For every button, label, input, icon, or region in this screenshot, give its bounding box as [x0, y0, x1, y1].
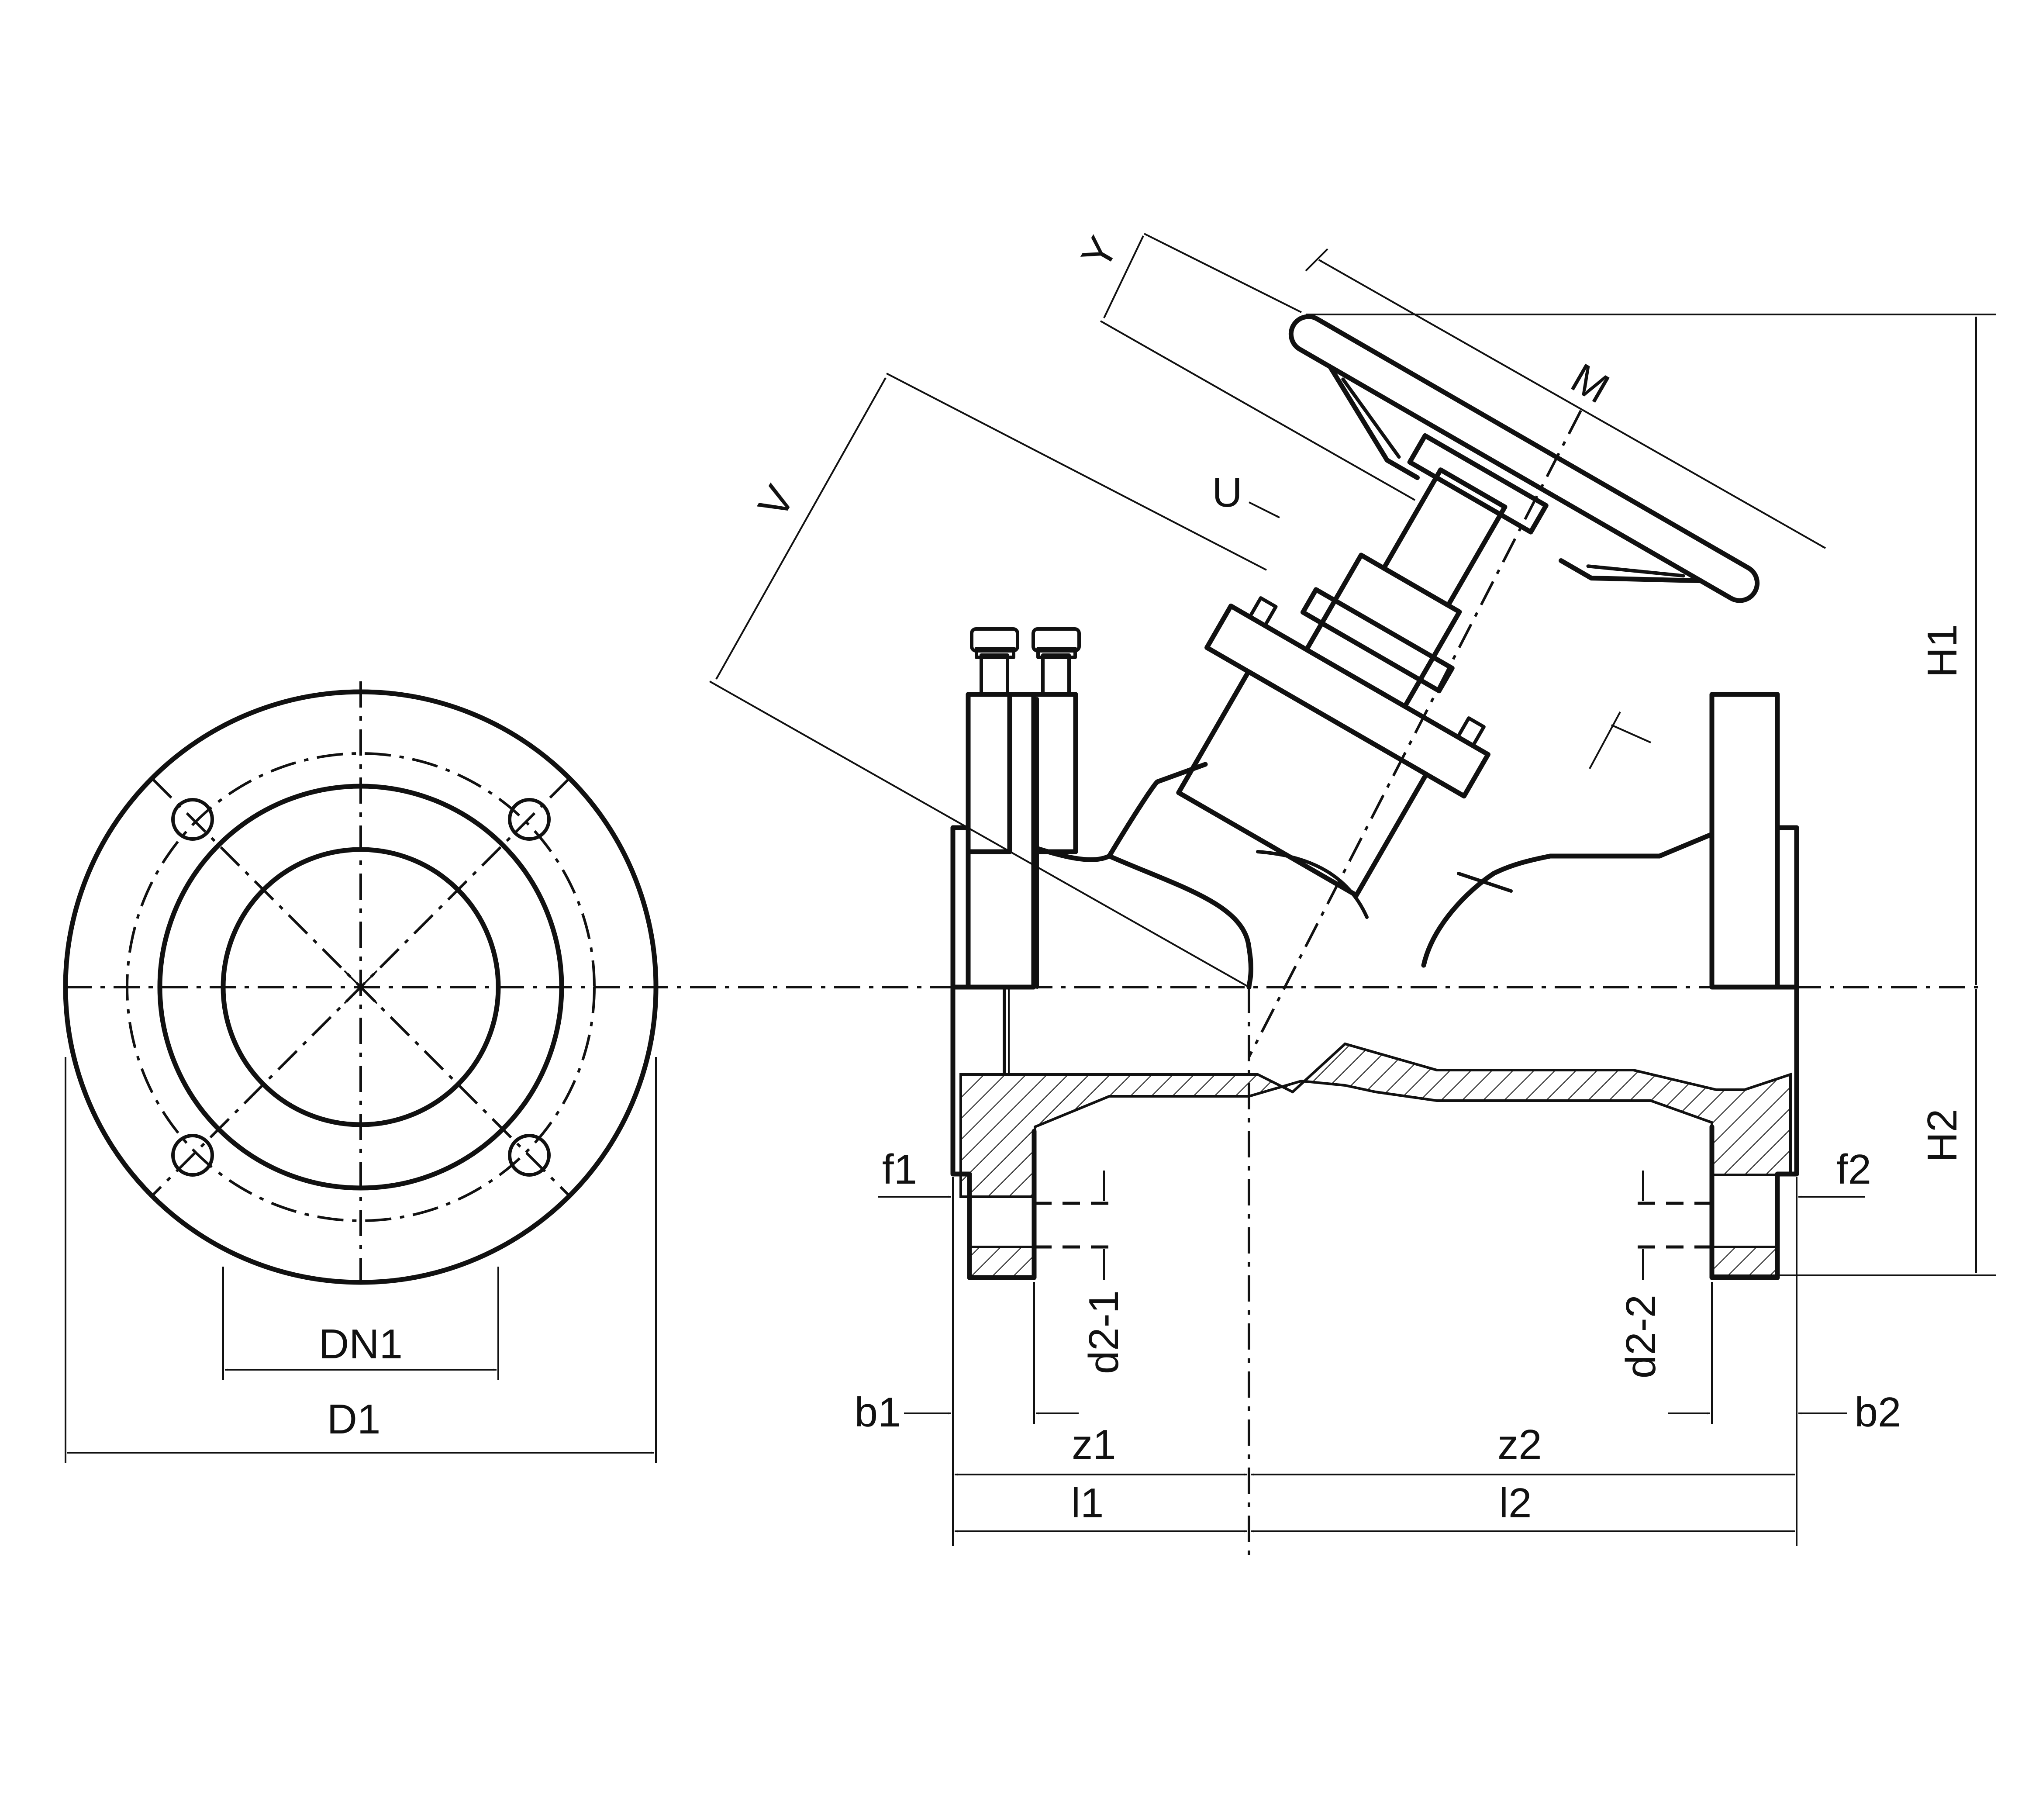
- u-label: U: [1212, 469, 1242, 516]
- d2-2-label: d2-2: [1618, 1295, 1664, 1378]
- y-label: Y: [1072, 229, 1127, 276]
- v-dimension: V: [709, 373, 1267, 988]
- dn1-dimension: DN1: [222, 1267, 499, 1380]
- valve-body-upper: [950, 692, 1799, 990]
- h2-label: H2: [1919, 1109, 1966, 1163]
- bolt-hole-top-left: [171, 798, 214, 841]
- f-dimensions: f1 f2: [878, 1146, 1871, 1198]
- right-flange-plate: [1709, 692, 1780, 990]
- left-flange-plate: [966, 692, 1036, 990]
- h1-label: H1: [1919, 624, 1966, 678]
- d2-dimensions: d2-1 d2-2: [1080, 1171, 1664, 1378]
- d1-dimension: D1: [65, 1057, 657, 1463]
- f1-label: f1: [882, 1146, 917, 1193]
- length-dimensions: z1 z2 l1 l2: [954, 1421, 1795, 1533]
- right-flange-section: [1638, 986, 1799, 1280]
- v-label: V: [749, 478, 804, 525]
- body-section-hatched: [959, 1042, 1792, 1198]
- dn1-label: DN1: [319, 1321, 403, 1368]
- b-dimensions: b1 b2: [855, 1177, 1901, 1546]
- b2-label: b2: [1855, 1389, 1901, 1436]
- z2-label: z2: [1497, 1421, 1542, 1468]
- valve-bonnet: [1176, 433, 1549, 898]
- d2-1-label: d2-1: [1080, 1290, 1127, 1374]
- right-flange-upper: [1775, 825, 1799, 990]
- b1-label: b1: [855, 1389, 901, 1436]
- f2-label: f2: [1836, 1146, 1871, 1193]
- measuring-ports: [966, 627, 1081, 854]
- bolt-hole-top-right: [508, 798, 551, 841]
- bolt-hole-bottom-right: [508, 1134, 551, 1177]
- h-dimensions: H1 H2: [1306, 314, 1996, 1276]
- bolt-holes: [171, 798, 551, 1177]
- stem-centerline: [1248, 410, 1582, 1058]
- u-dimension: U: [1212, 469, 1651, 769]
- l1-label: l1: [1071, 1480, 1104, 1526]
- flange-front-view: DN1 D1: [63, 681, 659, 1463]
- z1-label: z1: [1072, 1421, 1116, 1468]
- left-flange-section: [950, 986, 1109, 1280]
- d1-label: D1: [327, 1396, 381, 1443]
- bolt-hole-bottom-left: [171, 1134, 214, 1177]
- l2-label: l2: [1499, 1480, 1532, 1526]
- valve-side-view: V Y M U H1 H2: [709, 229, 1996, 1555]
- y-dimension: Y: [1072, 229, 1415, 501]
